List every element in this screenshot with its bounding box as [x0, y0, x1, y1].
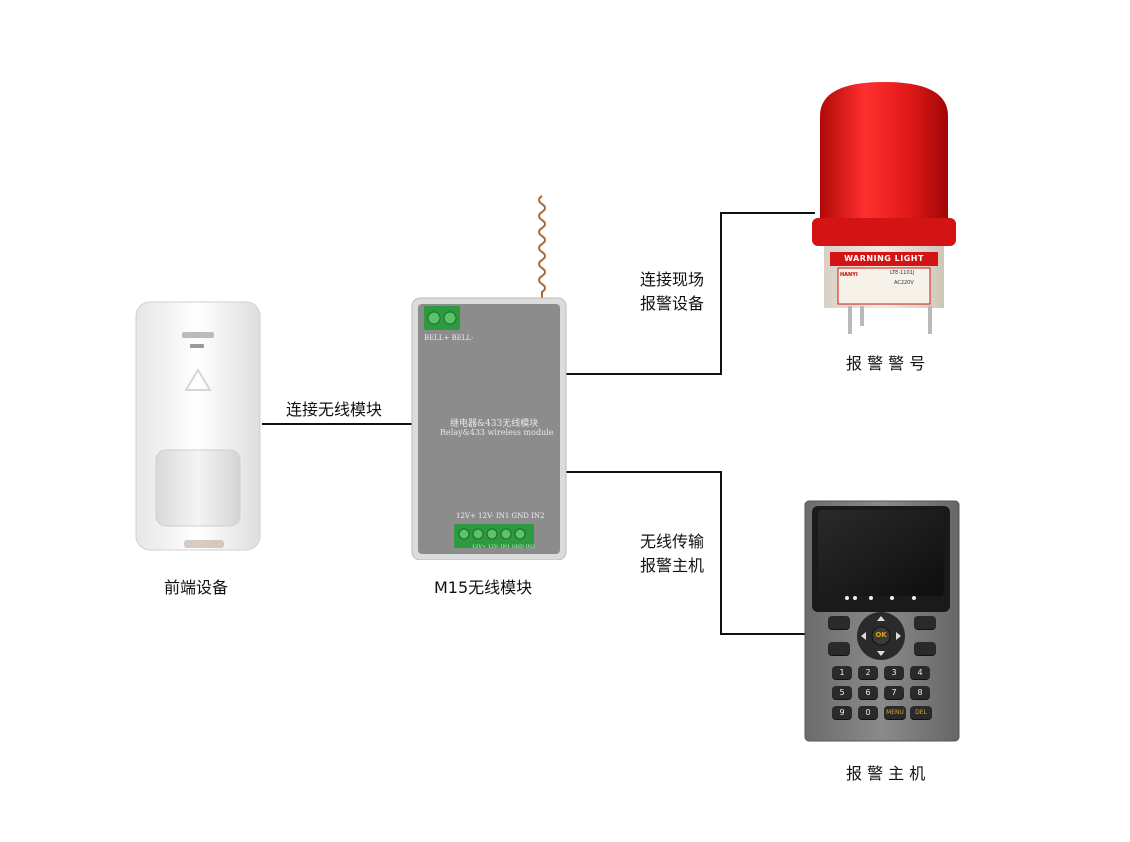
- wire-module-to-light: [566, 212, 815, 375]
- alarm-host-body-icon: [804, 500, 960, 742]
- top-terminal-label: BELL+ BELL-: [424, 334, 474, 342]
- del-key[interactable]: DEL: [910, 706, 932, 719]
- alarm-host-label: 报 警 主 机: [846, 764, 926, 783]
- conn-left-text: 连接无线模块: [286, 400, 383, 419]
- host-fn-key-1[interactable]: [828, 616, 850, 629]
- key-4[interactable]: 4: [910, 666, 930, 679]
- key-8[interactable]: 8: [910, 686, 930, 699]
- antenna-icon: [538, 195, 546, 304]
- conn-top-right-text: 连接现场 报警设备: [640, 268, 704, 316]
- key-9[interactable]: 9: [832, 706, 852, 719]
- key-1[interactable]: 1: [832, 666, 852, 679]
- host-fn-key-3[interactable]: [828, 642, 850, 655]
- host-fn-key-4[interactable]: [914, 642, 936, 655]
- conn-top-right-line1: 连接现场: [640, 270, 705, 289]
- warning-light-icon: [812, 82, 956, 334]
- bottom-terminal-label-2: 12V+ 12V- IN1 GND IN2: [472, 544, 536, 550]
- conn-bottom-right-text: 无线传输 报警主机: [640, 530, 704, 578]
- warning-light-brand: HANYI: [840, 272, 858, 278]
- key-5[interactable]: 5: [832, 686, 852, 699]
- pir-detector-icon: [135, 301, 261, 551]
- conn-top-right-line2: 报警设备: [640, 294, 705, 313]
- module-title-cn: 继电器&433无线模块: [450, 419, 539, 429]
- front-end-device: [134, 300, 262, 552]
- bottom-terminal-label: 12V+ 12V- IN1 GND IN2: [456, 512, 545, 520]
- warning-light-band-text: WARNING LIGHT: [844, 254, 924, 263]
- key-7[interactable]: 7: [884, 686, 904, 699]
- conn-bottom-right-line2: 报警主机: [640, 556, 705, 575]
- host-fn-key-2[interactable]: [914, 616, 936, 629]
- key-6[interactable]: 6: [858, 686, 878, 699]
- warning-light-model: LTE-1101J: [890, 270, 915, 276]
- front-end-label: 前端设备: [164, 578, 229, 597]
- key-2[interactable]: 2: [858, 666, 878, 679]
- ok-key[interactable]: OK: [875, 631, 887, 639]
- key-3[interactable]: 3: [884, 666, 904, 679]
- alarm-host: OK 1 2 3 4 5 6 7 8 9 0 MENU DEL: [804, 500, 960, 742]
- module-body-icon: [411, 195, 567, 560]
- wire-module-to-host: [566, 471, 805, 635]
- m15-module: BELL+ BELL- 继电器&433无线模块 Relay&433 wirele…: [410, 194, 568, 560]
- warning-light-voltage: AC220V: [894, 280, 914, 286]
- module-label: M15无线模块: [434, 578, 533, 597]
- warning-light: WARNING LIGHT HANYI LTE-1101J AC220V: [810, 80, 958, 340]
- module-title-en: Relay&433 wireless module: [440, 428, 554, 437]
- conn-bottom-right-line1: 无线传输: [640, 532, 705, 551]
- menu-key[interactable]: MENU: [884, 706, 906, 719]
- warning-light-label: 报 警 警 号: [846, 354, 926, 373]
- key-0[interactable]: 0: [858, 706, 878, 719]
